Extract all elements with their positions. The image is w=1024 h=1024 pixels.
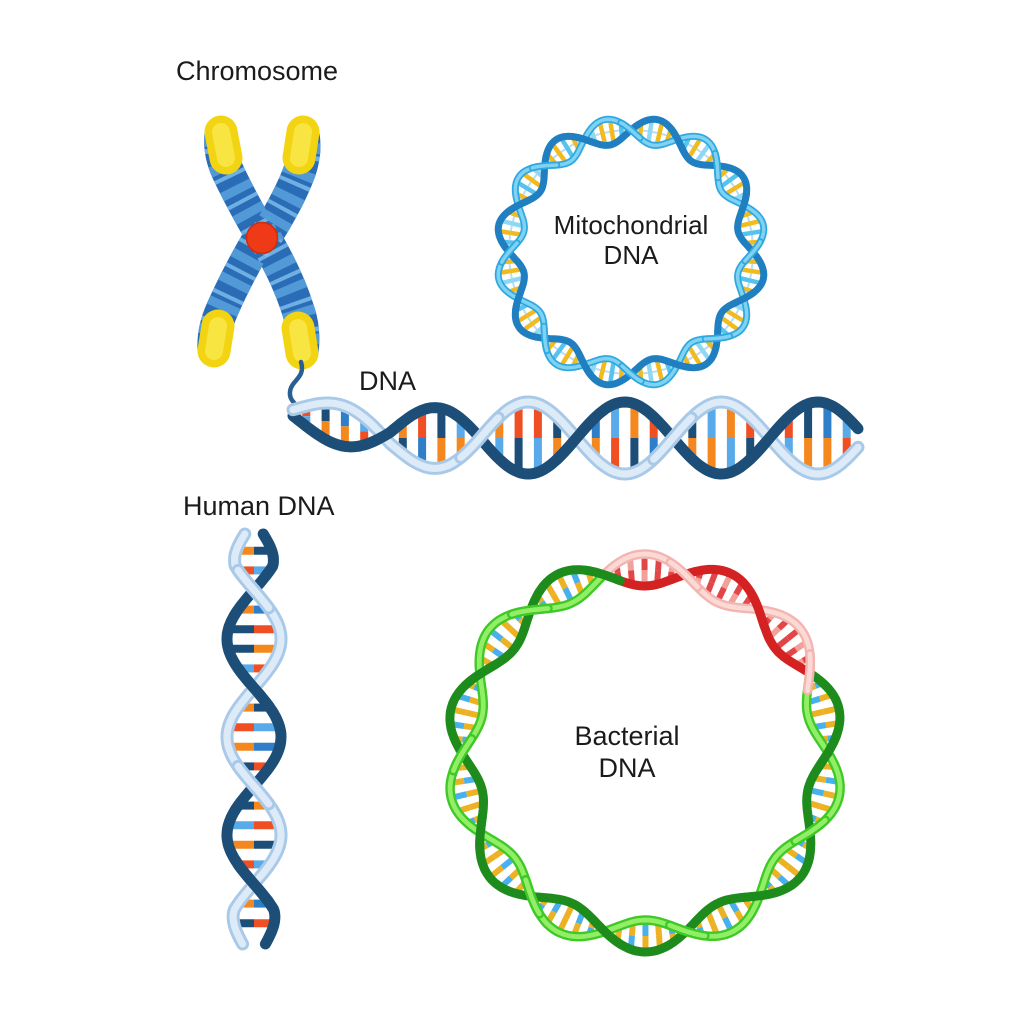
bacterial-dna-figure <box>445 549 845 957</box>
human-dna-figure <box>220 527 288 951</box>
chromosome-figure <box>197 115 321 415</box>
mitochondrial-dna-label: Mitochondrial DNA <box>521 210 741 270</box>
bacterial-dna-label-line2: DNA <box>598 753 656 783</box>
mitochondrial-dna-label-line1: Mitochondrial <box>553 210 709 240</box>
bacterial-dna-label: Bacterial DNA <box>522 720 732 784</box>
mitochondrial-dna-figure <box>494 115 768 389</box>
dna-helix-figure <box>286 395 865 481</box>
human-dna-figure-strands <box>220 527 288 951</box>
human-dna-label: Human DNA <box>183 491 335 521</box>
dna-label: DNA <box>359 366 417 396</box>
chromosome-label: Chromosome <box>176 56 339 86</box>
telomere-tips <box>197 115 320 370</box>
dna-helix-figure-strands <box>286 395 865 481</box>
bacterial-dna-label-line1: Bacterial <box>574 721 680 751</box>
mitochondrial-dna-label-line2: DNA <box>603 240 659 270</box>
centromere <box>245 221 279 255</box>
